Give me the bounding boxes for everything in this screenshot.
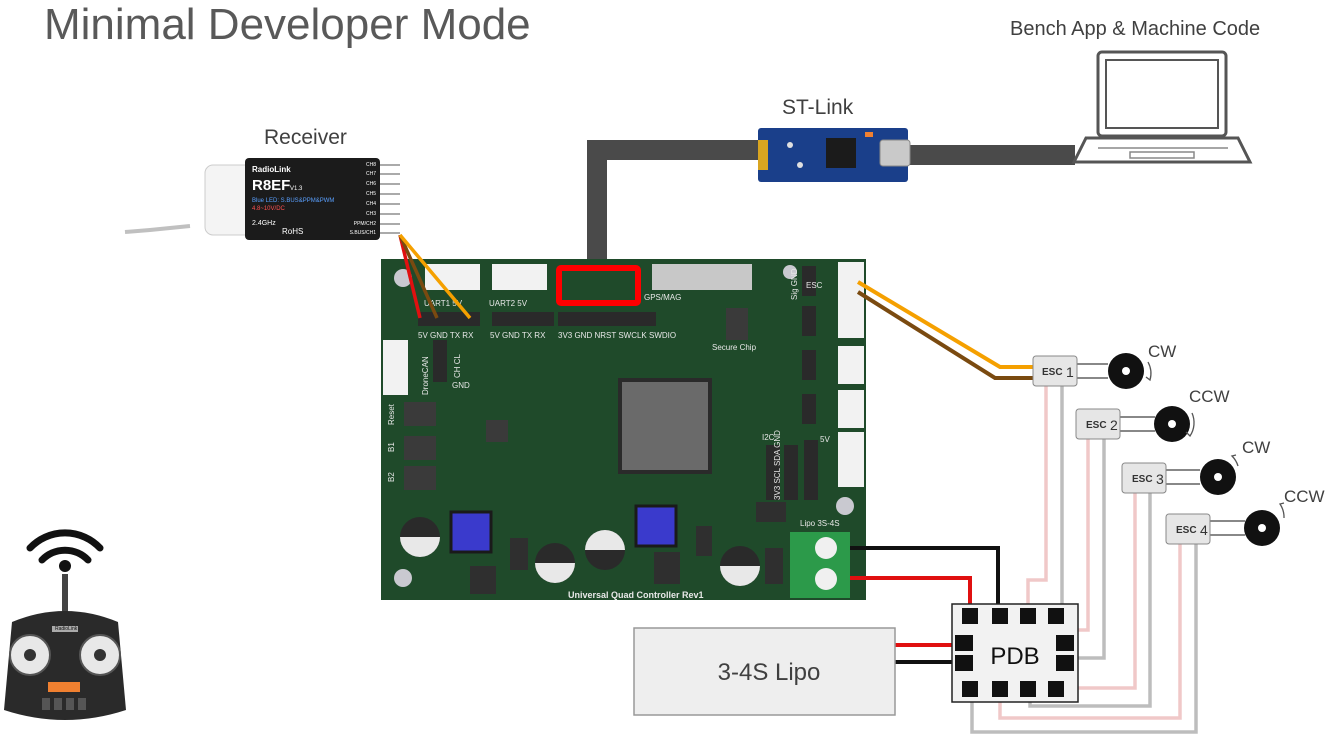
laptop-label: Bench App & Machine Code xyxy=(1010,18,1261,40)
b1-label: B1 xyxy=(387,442,396,452)
receiver-ch: CH3 xyxy=(366,211,376,217)
receiver-ch: CH8 xyxy=(366,162,376,168)
esc-label: ESC xyxy=(1176,525,1197,536)
rotation-arrow-icon xyxy=(1230,454,1239,467)
lipo-label: 3-4S Lipo xyxy=(718,659,821,686)
i2c-pins-label: 3V3 SCL SDA GND xyxy=(773,430,782,500)
i2c-label: I2C xyxy=(762,433,775,442)
receiver-model: R8EF xyxy=(252,177,290,194)
uart1-pins: 5V GND TX RX xyxy=(418,331,474,340)
uart1-label: UART1 5V xyxy=(424,299,463,308)
board-name: Universal Quad Controller Rev1 xyxy=(568,590,704,600)
esc-1: ESC 1 CW xyxy=(1032,342,1176,389)
transmitter-brand: RadioLink xyxy=(55,626,78,632)
v5-label: 5V xyxy=(820,435,830,444)
stlink-device xyxy=(758,128,911,182)
b2-label: B2 xyxy=(387,472,396,482)
esc-num: 4 xyxy=(1200,522,1208,538)
receiver-device: RadioLink R8EF V1.3 Blue LED: S.BUS&PPM&… xyxy=(124,158,400,240)
esc-label: ESC xyxy=(1086,420,1107,431)
receiver-line2: 4.8~10V/DC xyxy=(252,206,286,212)
page-title: Minimal Developer Mode xyxy=(44,0,531,49)
motor-direction: CCW xyxy=(1284,487,1325,506)
rotation-arrow-icon xyxy=(1185,412,1195,438)
esc-num: 3 xyxy=(1156,471,1164,487)
receiver-rohs: RoHS xyxy=(282,227,303,236)
esc-num: 1 xyxy=(1066,364,1074,380)
can-pins-label: CH CL xyxy=(453,353,462,378)
motor-direction: CW xyxy=(1148,342,1176,361)
receiver-label: Receiver xyxy=(264,126,347,149)
receiver-ch: S.BUS/CH1 xyxy=(350,230,377,236)
swd-highlight xyxy=(556,265,641,306)
esc-header-label: ESC xyxy=(806,281,823,290)
swd-cable xyxy=(587,140,770,272)
transmitter: RadioLink xyxy=(4,574,126,720)
esc-4: ESC 4 CCW xyxy=(1165,487,1325,546)
gps-label: GPS/MAG xyxy=(644,293,681,302)
receiver-freq: 2.4GHz xyxy=(252,220,276,227)
swd-pins: 3V3 GND NRST SWCLK SWDIO xyxy=(558,331,676,340)
receiver-line1: Blue LED: S.BUS&PPM&PWM xyxy=(252,198,334,204)
lipo-terminal-label: Lipo 3S-4S xyxy=(800,519,840,528)
receiver-ch: CH6 xyxy=(366,181,376,187)
receiver-version: V1.3 xyxy=(290,186,303,192)
receiver-ch: CH4 xyxy=(366,201,376,207)
motor-direction: CCW xyxy=(1189,387,1230,406)
pdb-label: PDB xyxy=(990,643,1039,670)
receiver-brand: RadioLink xyxy=(252,165,291,174)
uart2-label: UART2 5V xyxy=(489,299,528,308)
sig-gnd-label: Sig GND xyxy=(790,268,799,300)
esc-label: ESC xyxy=(1132,474,1153,485)
gnd-label: GND xyxy=(452,381,470,390)
uart2-pins: 5V GND TX RX xyxy=(490,331,546,340)
motor-direction: CW xyxy=(1242,438,1270,457)
dronecan-label: DroneCAN xyxy=(421,356,430,395)
flight-controller-board: UART1 5V 5V GND TX RX UART2 5V 5V GND TX… xyxy=(381,259,866,600)
esc1-signal-wires xyxy=(856,280,1033,380)
receiver-wires xyxy=(398,233,472,320)
esc-num: 2 xyxy=(1110,417,1118,433)
rotation-arrow-icon xyxy=(1278,502,1285,519)
rotation-arrow-icon xyxy=(1145,361,1152,382)
receiver-ch: CH5 xyxy=(366,191,376,197)
receiver-ch: CH7 xyxy=(366,171,376,177)
wifi-icon xyxy=(26,529,104,572)
secure-chip-label: Secure Chip xyxy=(712,343,757,352)
power-wires xyxy=(850,546,1000,664)
laptop-icon xyxy=(1071,50,1253,164)
stlink-label: ST-Link xyxy=(782,96,854,119)
esc-label: ESC xyxy=(1042,367,1063,378)
pdb: PDB xyxy=(951,603,1079,703)
esc-2: ESC 2 CCW xyxy=(1075,387,1230,442)
receiver-ch: PPM/CH2 xyxy=(354,221,376,227)
reset-label: Reset xyxy=(387,403,396,425)
esc-3: ESC 3 CW xyxy=(1121,438,1270,495)
lipo-battery: 3-4S Lipo xyxy=(633,627,896,716)
